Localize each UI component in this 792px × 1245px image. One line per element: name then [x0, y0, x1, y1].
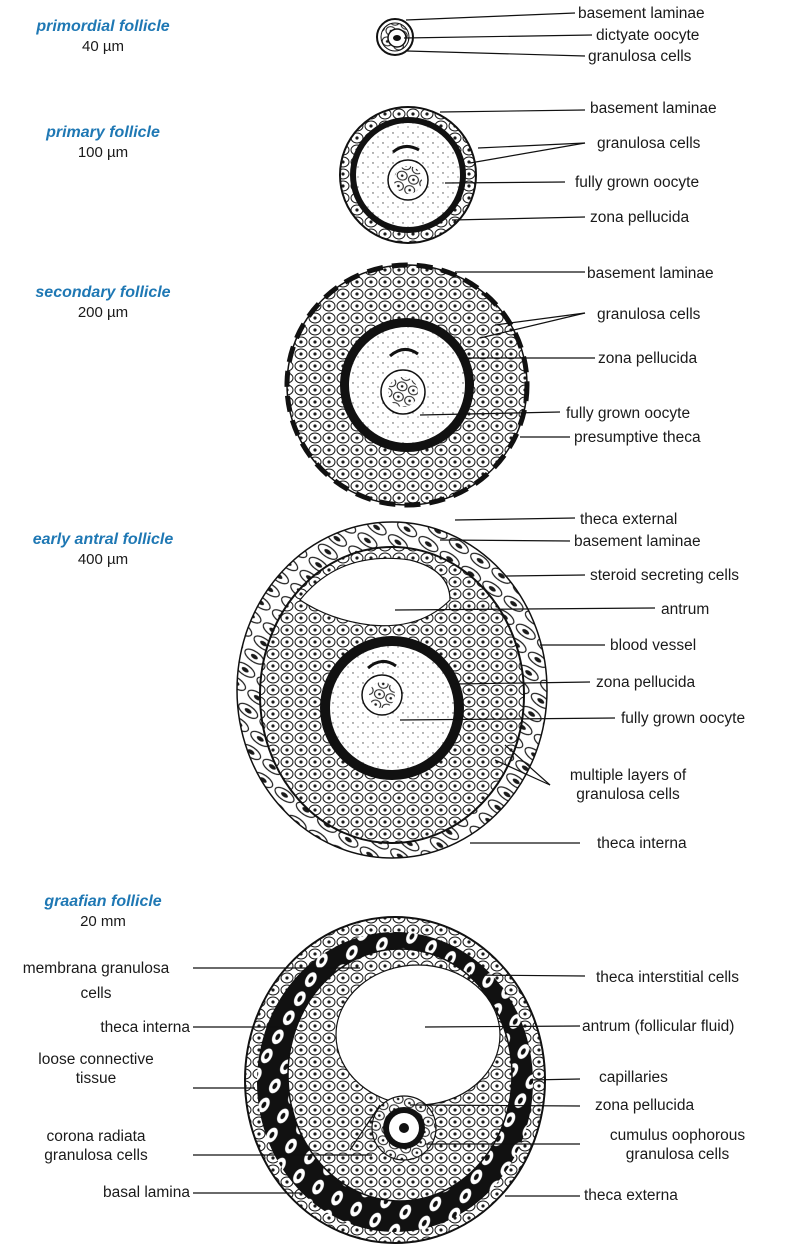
label-basement-laminae: basement laminae: [590, 99, 717, 118]
label-capillaries: capillaries: [599, 1068, 668, 1087]
graafian-follicle: [193, 917, 585, 1243]
label-theca-external: theca external: [580, 510, 677, 529]
label-theca-interstitial-cells: theca interstitial cells: [596, 968, 739, 987]
label-dictyate-oocyte: dictyate oocyte: [596, 26, 699, 45]
label-zona-pellucida: zona pellucida: [596, 673, 695, 692]
label-loose-connective: loose connective: [0, 1050, 192, 1069]
label-basement-laminae: basement laminae: [574, 532, 701, 551]
label-presumptive-theca: presumptive theca: [574, 428, 701, 447]
label-multiple-layers: multiple layers of: [553, 766, 703, 785]
label-fully-grown-oocyte: fully grown oocyte: [566, 404, 690, 423]
label-granulosa-cells: granulosa cells: [553, 785, 703, 804]
label-zona-pellucida: zona pellucida: [595, 1096, 694, 1115]
label-corona-radiata-granulosa: granulosa cells: [0, 1146, 192, 1165]
label-antrum: antrum: [661, 600, 709, 619]
primordial-follicle: [377, 13, 592, 56]
label-theca-externa: theca externa: [584, 1186, 678, 1205]
label-corona-radiata: corona radiata: [0, 1127, 192, 1146]
secondary-follicle: [287, 265, 595, 505]
label-membrana-granulosa-cells: cells: [0, 984, 192, 1003]
label-cumulus-oophorous: cumulus oophorous: [585, 1126, 770, 1145]
label-basal-lamina: basal lamina: [0, 1183, 190, 1202]
label-loose-connective-tissue: tissue: [0, 1069, 192, 1088]
label-fully-grown-oocyte: fully grown oocyte: [575, 173, 699, 192]
label-basement-laminae: basement laminae: [587, 264, 714, 283]
label-zona-pellucida: zona pellucida: [590, 208, 689, 227]
label-antrum-follicular-fluid: antrum (follicular fluid): [582, 1017, 734, 1036]
primary-follicle: [340, 107, 585, 243]
label-blood-vessel: blood vessel: [610, 636, 696, 655]
label-granulosa-cells: granulosa cells: [597, 134, 700, 153]
label-membrana-granulosa: membrana granulosa: [0, 959, 192, 978]
label-cumulus-granulosa-cells: granulosa cells: [585, 1145, 770, 1164]
label-granulosa-cells: granulosa cells: [597, 305, 700, 324]
label-basement-laminae: basement laminae: [578, 4, 705, 23]
label-fully-grown-oocyte: fully grown oocyte: [621, 709, 745, 728]
label-theca-interna: theca interna: [0, 1018, 190, 1037]
label-granulosa-cells: granulosa cells: [588, 47, 691, 66]
label-steroid-secreting-cells: steroid secreting cells: [590, 566, 739, 585]
label-zona-pellucida: zona pellucida: [598, 349, 697, 368]
label-theca-interna: theca interna: [597, 834, 687, 853]
